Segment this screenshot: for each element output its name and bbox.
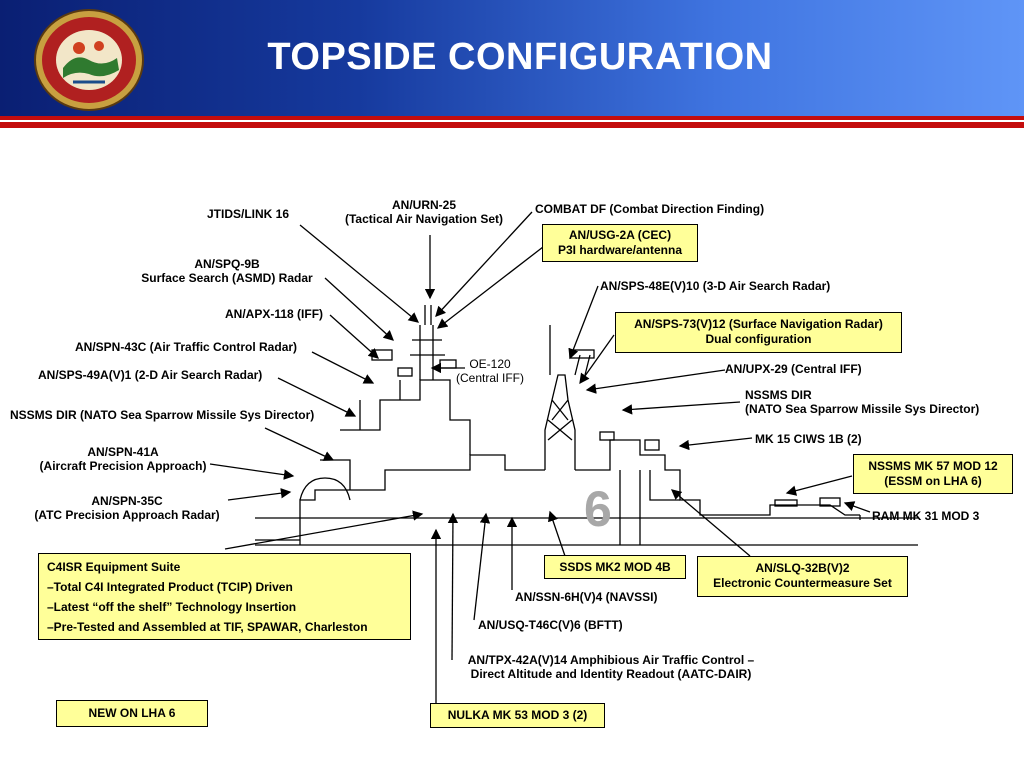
title-banner [0,0,1024,118]
label-ssn6h: AN/SSN-6H(V)4 (NAVSSI) [515,590,658,604]
label-spq9b-line2: Surface Search (ASMD) Radar [141,271,313,285]
label-nssms-dir-stbd-line2: (NATO Sea Sparrow Missile Sys Director) [745,402,980,416]
label-upx29: AN/UPX-29 (Central IFF) [725,362,862,376]
leader-arrows [209,211,871,705]
label-oe120-line2: (Central IFF) [455,371,524,385]
hull-number: 6 [584,481,612,537]
box-usg2a: AN/USG-2A (CEC) P3I hardware/antenna [542,224,698,262]
label-urn25-line2: (Tactical Air Navigation Set) [344,212,504,226]
label-oe120-line1: OE-120 [469,357,511,371]
program-seal-logo [34,9,144,111]
box-slq32-line1: AN/SLQ-32B(V)2 [755,561,850,575]
label-sps49a: AN/SPS-49A(V)1 (2-D Air Search Radar) [38,368,263,382]
label-nssms-dir-stbd: NSSMS DIR (NATO Sea Sparrow Missile Sys … [745,388,979,416]
box-slq32: AN/SLQ-32B(V)2 Electronic Countermeasure… [697,556,908,597]
label-tpx42a-line1: AN/TPX-42A(V)14 Amphibious Air Traffic C… [467,653,755,667]
box-slq32-line2: Electronic Countermeasure Set [713,576,892,590]
box-sps73: AN/SPS-73(V)12 (Surface Navigation Radar… [615,312,902,353]
label-combat-df: COMBAT DF (Combat Direction Finding) [535,202,765,216]
banner-rule-top [0,116,1024,120]
box-ssds: SSDS MK2 MOD 4B [544,555,686,579]
box-nssms-mk57: NSSMS MK 57 MOD 12 (ESSM on LHA 6) [853,454,1013,494]
label-usqt46c: AN/USQ-T46C(V)6 (BFTT) [478,618,623,632]
label-spn43c: AN/SPN-43C (Air Traffic Control Radar) [75,340,298,354]
box-nssms-mk57-line2: (ESSM on LHA 6) [884,474,982,488]
box-usg2a-line1: AN/USG-2A (CEC) [568,228,672,242]
label-ciws: MK 15 CIWS 1B (2) [755,432,862,446]
c4isr-item: –Latest “off the shelf” Technology Inser… [47,600,297,614]
label-sps48e: AN/SPS-48E(V)10 (3-D Air Search Radar) [600,279,831,293]
label-spq9b-line1: AN/SPQ-9B [194,257,260,271]
box-usg2a-line2: P3I hardware/antenna [557,243,683,257]
label-ram: RAM MK 31 MOD 3 [872,509,980,523]
label-urn25: AN/URN-25 (Tactical Air Navigation Set) [336,198,512,226]
label-spn41a-line2: (Aircraft Precision Approach) [39,459,207,473]
label-nssms-dir-port: NSSMS DIR (NATO Sea Sparrow Missile Sys … [10,408,315,422]
box-nulka: NULKA MK 53 MOD 3 (2) [430,703,605,728]
label-spq9b: AN/SPQ-9B Surface Search (ASMD) Radar [132,257,322,285]
label-spn35c-line1: AN/SPN-35C [91,494,163,508]
label-spn41a-line1: AN/SPN-41A [87,445,159,459]
label-urn25-line1: AN/URN-25 [391,198,456,212]
label-tpx42a: AN/TPX-42A(V)14 Amphibious Air Traffic C… [452,653,770,681]
label-spn41a: AN/SPN-41A (Aircraft Precision Approach) [30,445,216,473]
box-c4isr: C4ISR Equipment Suite –Total C4I Integra… [38,553,411,640]
box-new-on-lha6: NEW ON LHA 6 [56,700,208,727]
box-sps73-line2: Dual configuration [705,332,812,346]
c4isr-item: –Pre-Tested and Assembled at TIF, SPAWAR… [47,620,368,634]
label-tpx42a-line2: Direct Altitude and Identity Readout (AA… [470,667,752,681]
label-spn35c: AN/SPN-35C (ATC Precision Approach Radar… [22,494,232,522]
page-title: TOPSIDE CONFIGURATION [267,36,773,78]
label-oe120: OE-120 (Central IFF) [452,357,528,385]
box-nssms-mk57-line1: NSSMS MK 57 MOD 12 [868,459,998,473]
c4isr-title: C4ISR Equipment Suite [47,560,181,574]
box-sps73-line1: AN/SPS-73(V)12 (Surface Navigation Radar… [634,317,883,331]
banner-rule-bottom [0,122,1024,128]
label-spn35c-line2: (ATC Precision Approach Radar) [34,508,220,522]
c4isr-item: –Total C4I Integrated Product (TCIP) Dri… [47,580,293,594]
label-jtids: JTIDS/LINK 16 [207,207,290,221]
label-apx118: AN/APX-118 (IFF) [225,307,324,321]
label-nssms-dir-stbd-line1: NSSMS DIR [745,388,812,402]
ship-outline [255,305,918,546]
